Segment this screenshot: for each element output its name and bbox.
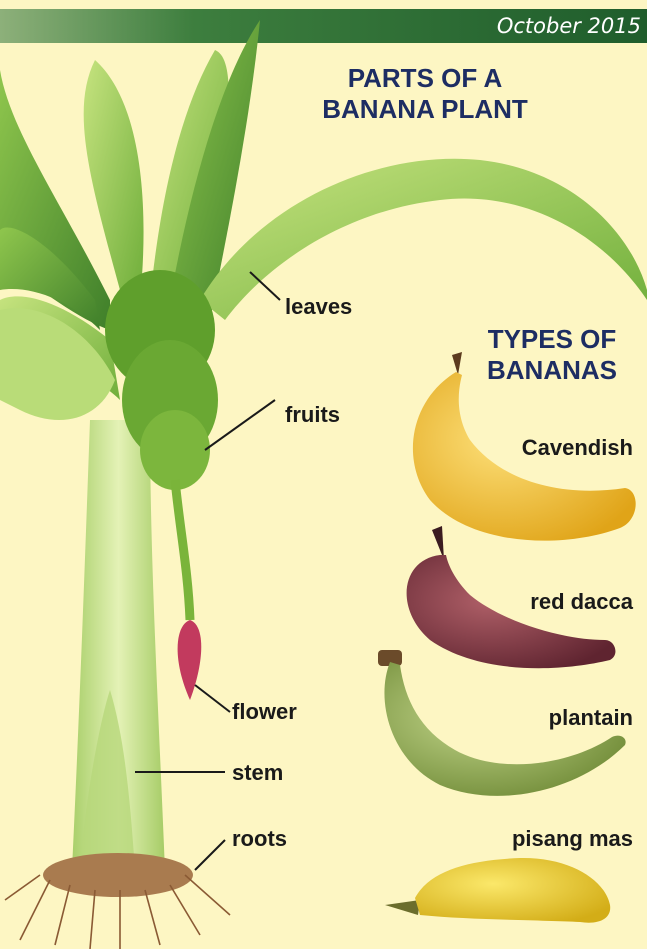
label-pisang-mas: pisang mas [512,826,633,852]
label-cavendish: Cavendish [522,435,633,461]
label-plantain: plantain [549,705,633,731]
label-roots: roots [232,826,287,852]
main-title: PARTS OF A BANANA PLANT [290,63,560,125]
label-stem: stem [232,760,283,786]
types-title: TYPES OF BANANAS [466,324,638,386]
main-title-line1: PARTS OF A [290,63,560,94]
types-title-line1: TYPES OF [466,324,638,355]
label-leaves: leaves [285,294,352,320]
main-title-line2: BANANA PLANT [290,94,560,125]
label-fruits: fruits [285,402,340,428]
label-red-dacca: red dacca [530,589,633,615]
label-flower: flower [232,699,297,725]
types-title-line2: BANANAS [466,355,638,386]
pisang-mas-banana [385,858,610,923]
